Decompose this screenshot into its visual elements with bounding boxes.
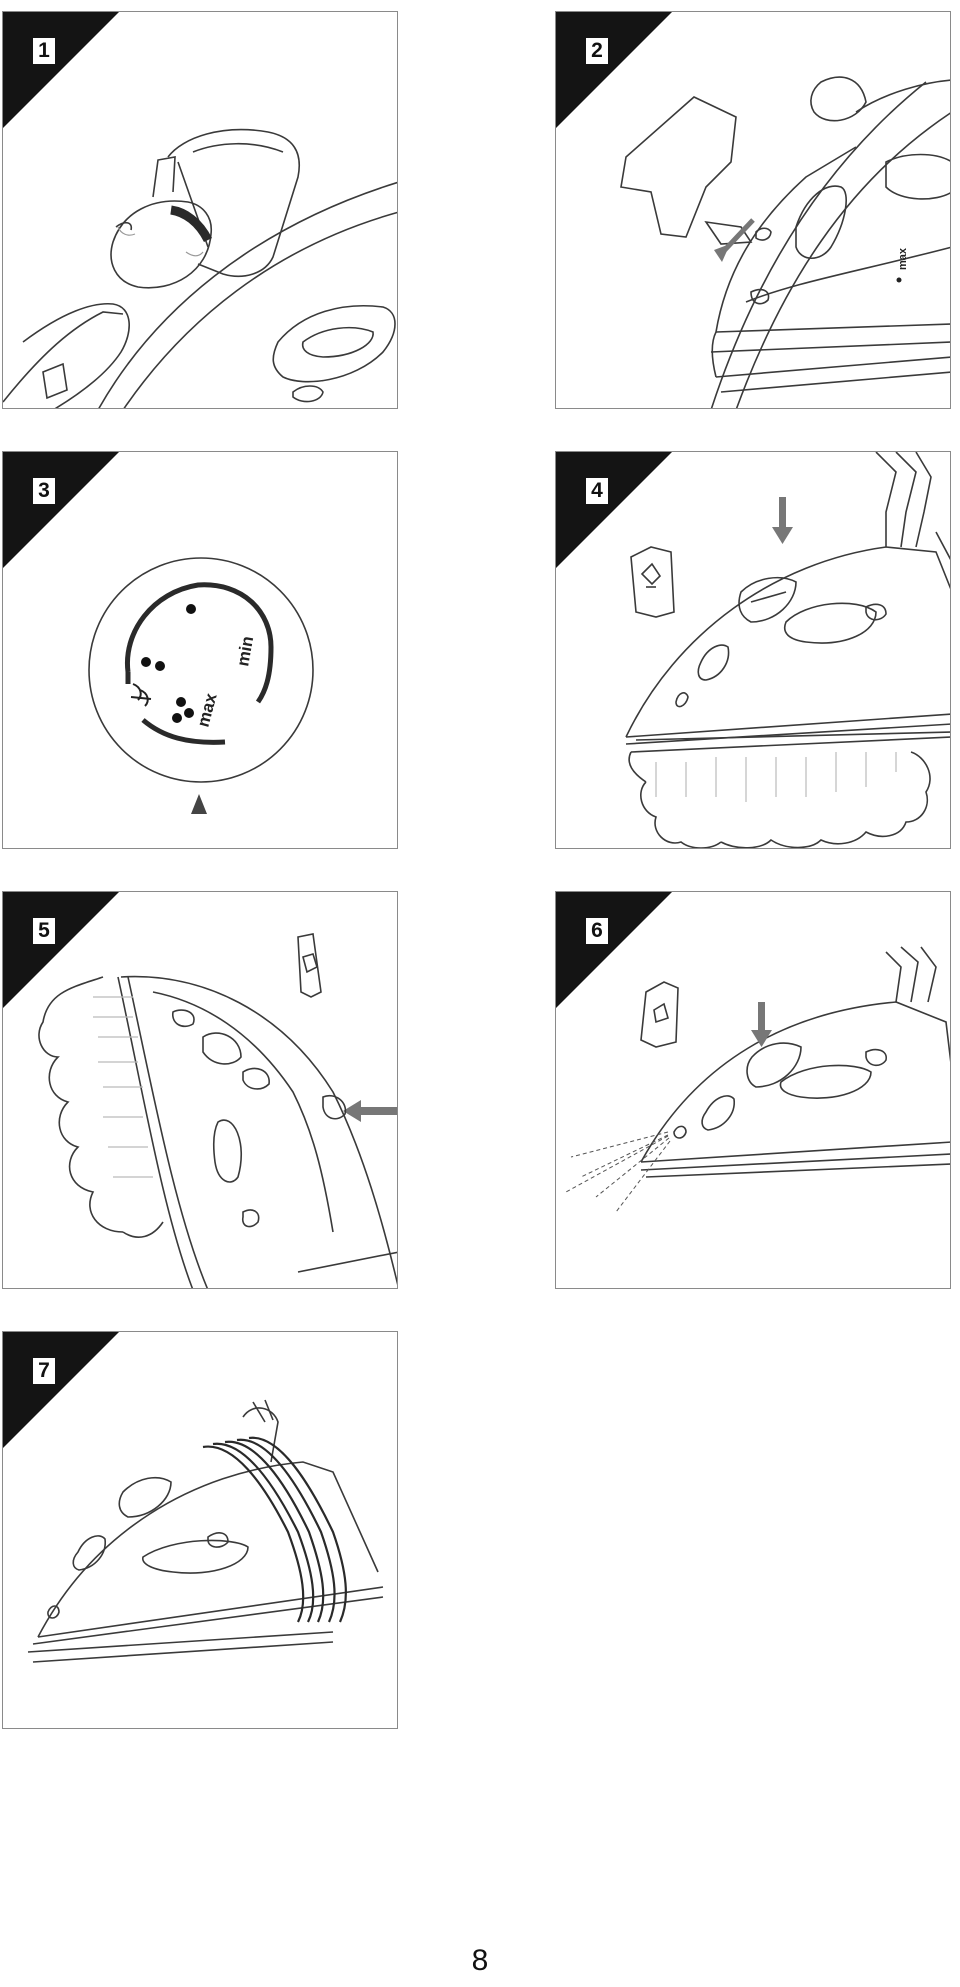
step-number: 2 — [586, 38, 608, 64]
step-6-panel: 6 — [555, 891, 951, 1289]
step-corner-badge — [556, 12, 672, 128]
step-number: 7 — [33, 1358, 55, 1384]
dial-indicator-arrow — [191, 794, 207, 814]
step-corner-badge — [3, 1332, 119, 1448]
steam-icon — [130, 683, 152, 707]
step-number: 4 — [586, 478, 608, 504]
page-number: 8 — [471, 1944, 489, 1977]
temperature-dial-illustration: max min — [88, 557, 314, 814]
dial-min-label: min — [233, 635, 257, 668]
step-number: 5 — [33, 918, 55, 944]
step-4-panel: 4 — [555, 451, 951, 849]
step-corner-badge — [3, 452, 119, 568]
step-number: 6 — [586, 918, 608, 944]
step-number: 3 — [33, 478, 55, 504]
step-corner-badge — [3, 12, 119, 128]
vertical-steam-illustration — [38, 933, 397, 1288]
step-corner-badge — [556, 452, 672, 568]
cord-storage-illustration — [27, 1399, 384, 1663]
dial-max-label: max — [194, 691, 221, 729]
water-filling-illustration: max — [620, 76, 950, 408]
step-7-panel: 7 — [2, 1331, 398, 1729]
temperature-knob-illustration — [3, 128, 397, 408]
step-2-panel: max 2 — [555, 11, 951, 409]
step-5-panel: 5 — [2, 891, 398, 1289]
step-corner-badge — [556, 892, 672, 1008]
step-number: 1 — [33, 38, 55, 64]
max-fill-label: max — [897, 247, 909, 270]
step-3-panel: max min 3 — [2, 451, 398, 849]
steam-burst-illustration — [625, 452, 950, 848]
step-1-panel: 1 — [2, 11, 398, 409]
step-corner-badge — [3, 892, 119, 1008]
spray-illustration — [565, 946, 950, 1213]
